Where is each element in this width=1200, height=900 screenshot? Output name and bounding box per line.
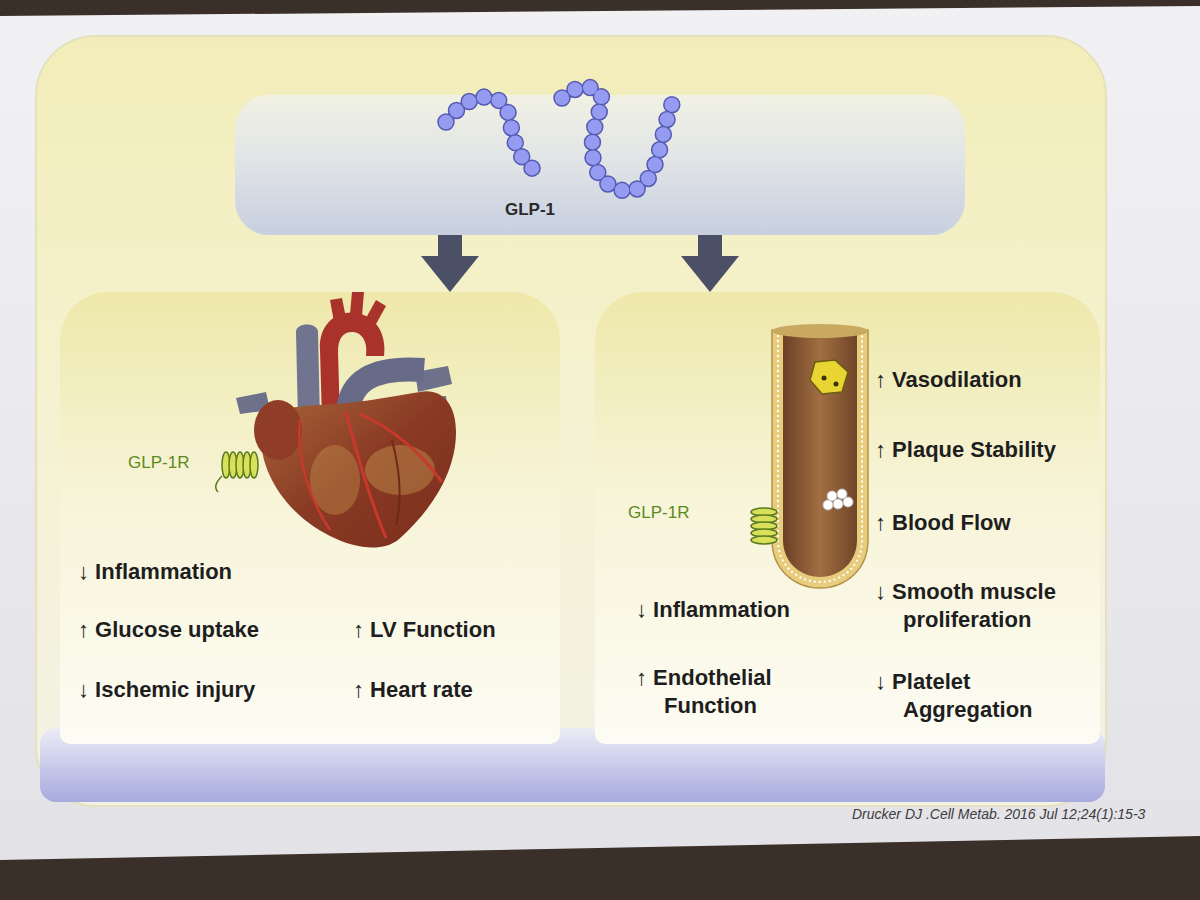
effect-text: ↑ Glucose uptake [78,616,259,644]
platelets [823,489,853,510]
block-arrow [438,235,462,256]
receptor-coil [751,508,777,544]
outer-panel [36,36,1106,806]
effect-text: ↑ Blood Flow [875,509,1011,537]
effect-text: ↓ Platelet Aggregation [875,668,1090,723]
effect-text: ↑ Plaque Stability [875,436,1056,464]
receptor-label: GLP-1R [628,502,689,523]
effect-text: ↑ Vasodilation [875,366,1022,394]
vessel-endothelium [778,330,862,582]
plaque-dot [834,382,839,387]
projection-screen [0,6,1200,860]
coronary-vein [392,440,399,525]
plaque-dot [822,376,827,381]
vessel-lumen [783,330,857,577]
block-arrow [698,235,722,256]
atrium [254,400,302,460]
plaque [810,360,848,394]
vessel-adventitia [772,330,868,588]
coronary-artery [299,420,330,530]
effect-text: ↑ LV Function [353,616,496,644]
coronary-artery [360,414,442,482]
effect-text: ↓ Inflammation [78,558,232,586]
effect-text: ↓ Inflammation [636,596,790,624]
effect-text: ↑ Heart rate [353,676,473,704]
aortic-branch [350,292,364,316]
vessel-illustration [772,324,868,588]
effect-text: ↑ Endothelial Function [636,664,836,719]
vessel-opening [772,324,868,338]
effect-text: ↓ Smooth muscle proliferation [875,578,1090,633]
effect-text: ↓ Ischemic injury [78,676,255,704]
coronary-artery [346,412,386,538]
citation: Drucker DJ .Cell Metab. 2016 Jul 12;24(1… [852,806,1145,822]
fat-patch [310,445,360,515]
receptor-label: GLP-1R [128,452,189,473]
peptide-name: GLP-1 [505,199,555,220]
